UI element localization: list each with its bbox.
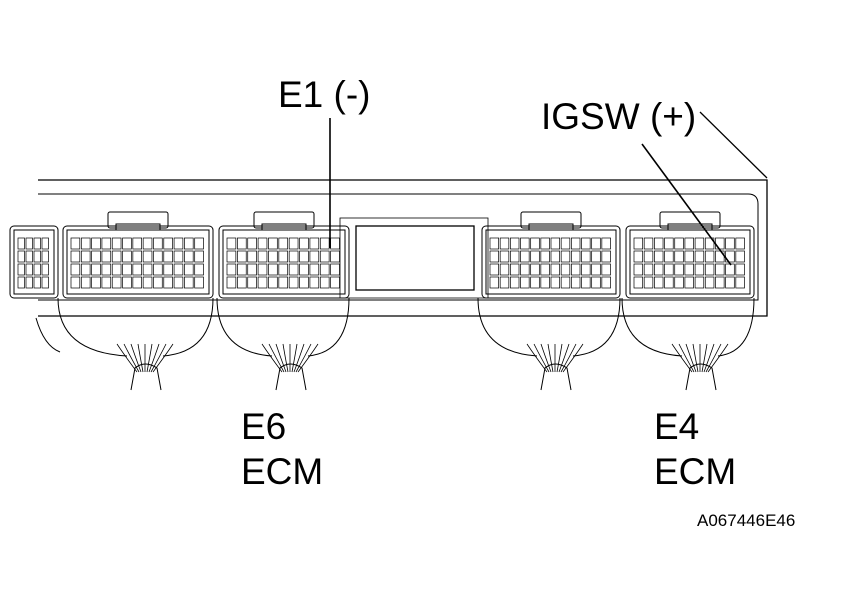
connector-e6-code: E6 (241, 406, 287, 447)
igsw-callout-label: IGSW (+) (541, 96, 697, 137)
figure-id: A067446E46 (697, 511, 796, 530)
connector-e6-part: ECM (241, 451, 324, 492)
connector-block-e7 (62, 211, 214, 299)
ecm-housing (38, 179, 768, 317)
wire-harness-1 (57, 297, 214, 391)
ecm-window (355, 225, 475, 291)
connector-block-e4 (625, 211, 755, 299)
wire-harness-4 (621, 297, 755, 391)
connector-block-partial (9, 225, 59, 299)
wire-harness-2 (216, 297, 350, 391)
connector-e4-label: E4 ECM (654, 404, 736, 494)
wire-harness-3 (477, 297, 621, 391)
connector-e6-label: E6 ECM (241, 404, 323, 494)
connector-block-e5 (481, 211, 621, 299)
connector-e4-part: ECM (654, 451, 737, 492)
connector-e4-code: E4 (654, 406, 700, 447)
igsw-leader-line (641, 143, 732, 266)
e1-callout-label: E1 (-) (278, 74, 371, 115)
